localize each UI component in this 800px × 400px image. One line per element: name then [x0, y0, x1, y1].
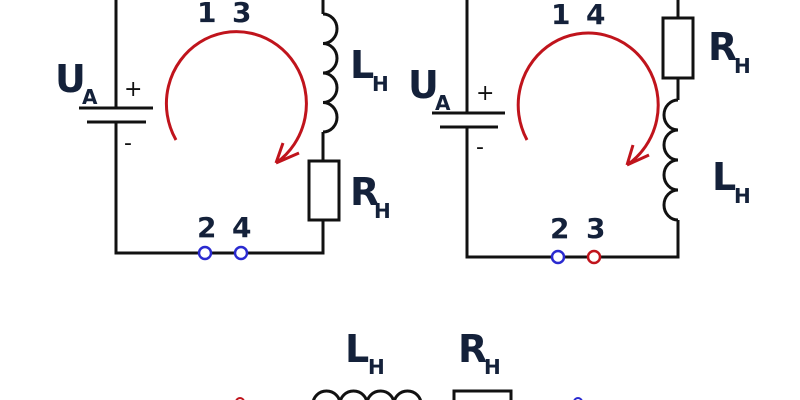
current-arrow — [164, 30, 308, 165]
source-label: U — [408, 63, 439, 107]
resistor — [661, 16, 695, 80]
terminal-label-3: 3 — [586, 212, 605, 245]
source-label: U — [55, 57, 86, 101]
terminal-label-2: 2 — [550, 212, 569, 245]
inductor-label: L — [345, 327, 369, 371]
terminal-label-4: 4 — [586, 0, 605, 31]
resistor-sub: H — [734, 54, 751, 78]
inductor-label: L — [712, 155, 736, 199]
plus-sign: + — [124, 77, 142, 102]
inductor-sub: H — [372, 72, 389, 96]
resistor — [452, 389, 513, 400]
source-sub: A — [435, 91, 451, 115]
minus-sign: - — [476, 135, 484, 160]
left-circuit: U A + - L H R H 1 3 2 4 — [55, 0, 391, 261]
minus-sign: - — [124, 131, 132, 156]
plus-sign: + — [476, 81, 494, 106]
terminal-label-1: 1 — [551, 0, 570, 31]
terminal-4[interactable] — [233, 245, 249, 261]
terminal-label-1: 1 — [197, 0, 216, 29]
resistor-sub: H — [484, 355, 501, 379]
current-arrow — [516, 31, 660, 167]
inductor-coil — [312, 389, 422, 400]
resistor-label: R — [350, 170, 379, 214]
right-circuit: U A + - R H L H 1 4 2 3 — [408, 0, 751, 265]
inductor-coil — [322, 12, 339, 134]
resistor — [307, 159, 341, 222]
source-sub: A — [82, 85, 98, 109]
terminal-label-2: 2 — [197, 211, 216, 244]
terminal-3[interactable] — [586, 249, 602, 265]
right-wire-left — [465, 0, 680, 259]
inductor-sub: H — [734, 184, 751, 208]
inductor-coil — [662, 98, 679, 222]
resistor-label: R — [458, 327, 487, 371]
resistor-label: R — [708, 25, 737, 69]
terminal-2[interactable] — [550, 249, 566, 265]
resistor-sub: H — [374, 199, 391, 223]
terminal-label-4: 4 — [232, 211, 251, 244]
inductor-sub: H — [368, 355, 385, 379]
bottom-circuit: L H R H — [235, 327, 583, 400]
left-wire-left — [114, 0, 325, 255]
terminal-2[interactable] — [197, 245, 213, 261]
terminal-label-3: 3 — [232, 0, 251, 29]
inductor-label: L — [350, 43, 374, 87]
